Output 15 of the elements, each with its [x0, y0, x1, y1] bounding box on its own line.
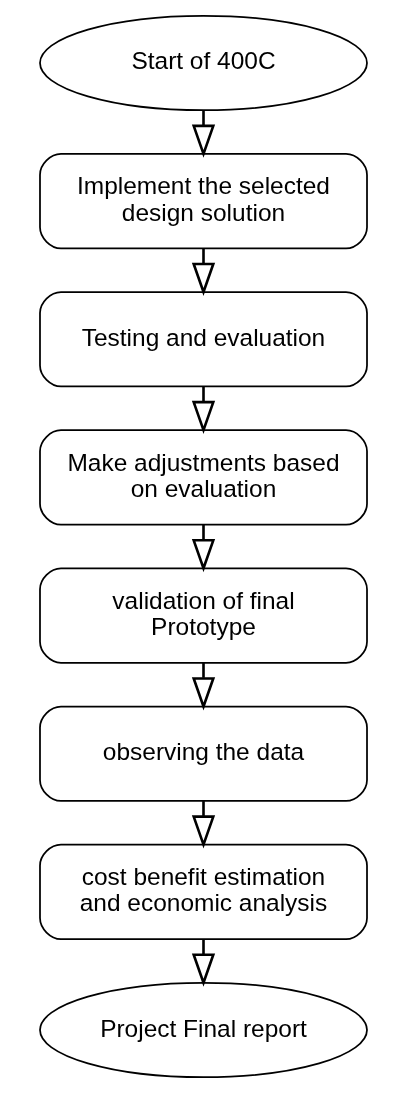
node-box: Testing and evaluation [38, 291, 368, 388]
arrow [191, 386, 215, 435]
arrow [191, 110, 215, 158]
node-box: cost benefit estimation and economic analysis [38, 843, 368, 940]
node-box: Make adjustments based on evaluation [38, 429, 368, 526]
node-box: validation of final Prototype [38, 567, 368, 664]
arrow [191, 524, 215, 573]
node-box: Implement the selected design solution [38, 153, 368, 250]
arrow [191, 939, 215, 987]
arrow [191, 662, 215, 711]
node-ellipse: Start of 400C [38, 14, 368, 112]
arrow [191, 248, 215, 296]
arrow [191, 801, 215, 849]
node-box: observing the data [38, 705, 368, 802]
node-ellipse: Project Final report [38, 981, 368, 1079]
